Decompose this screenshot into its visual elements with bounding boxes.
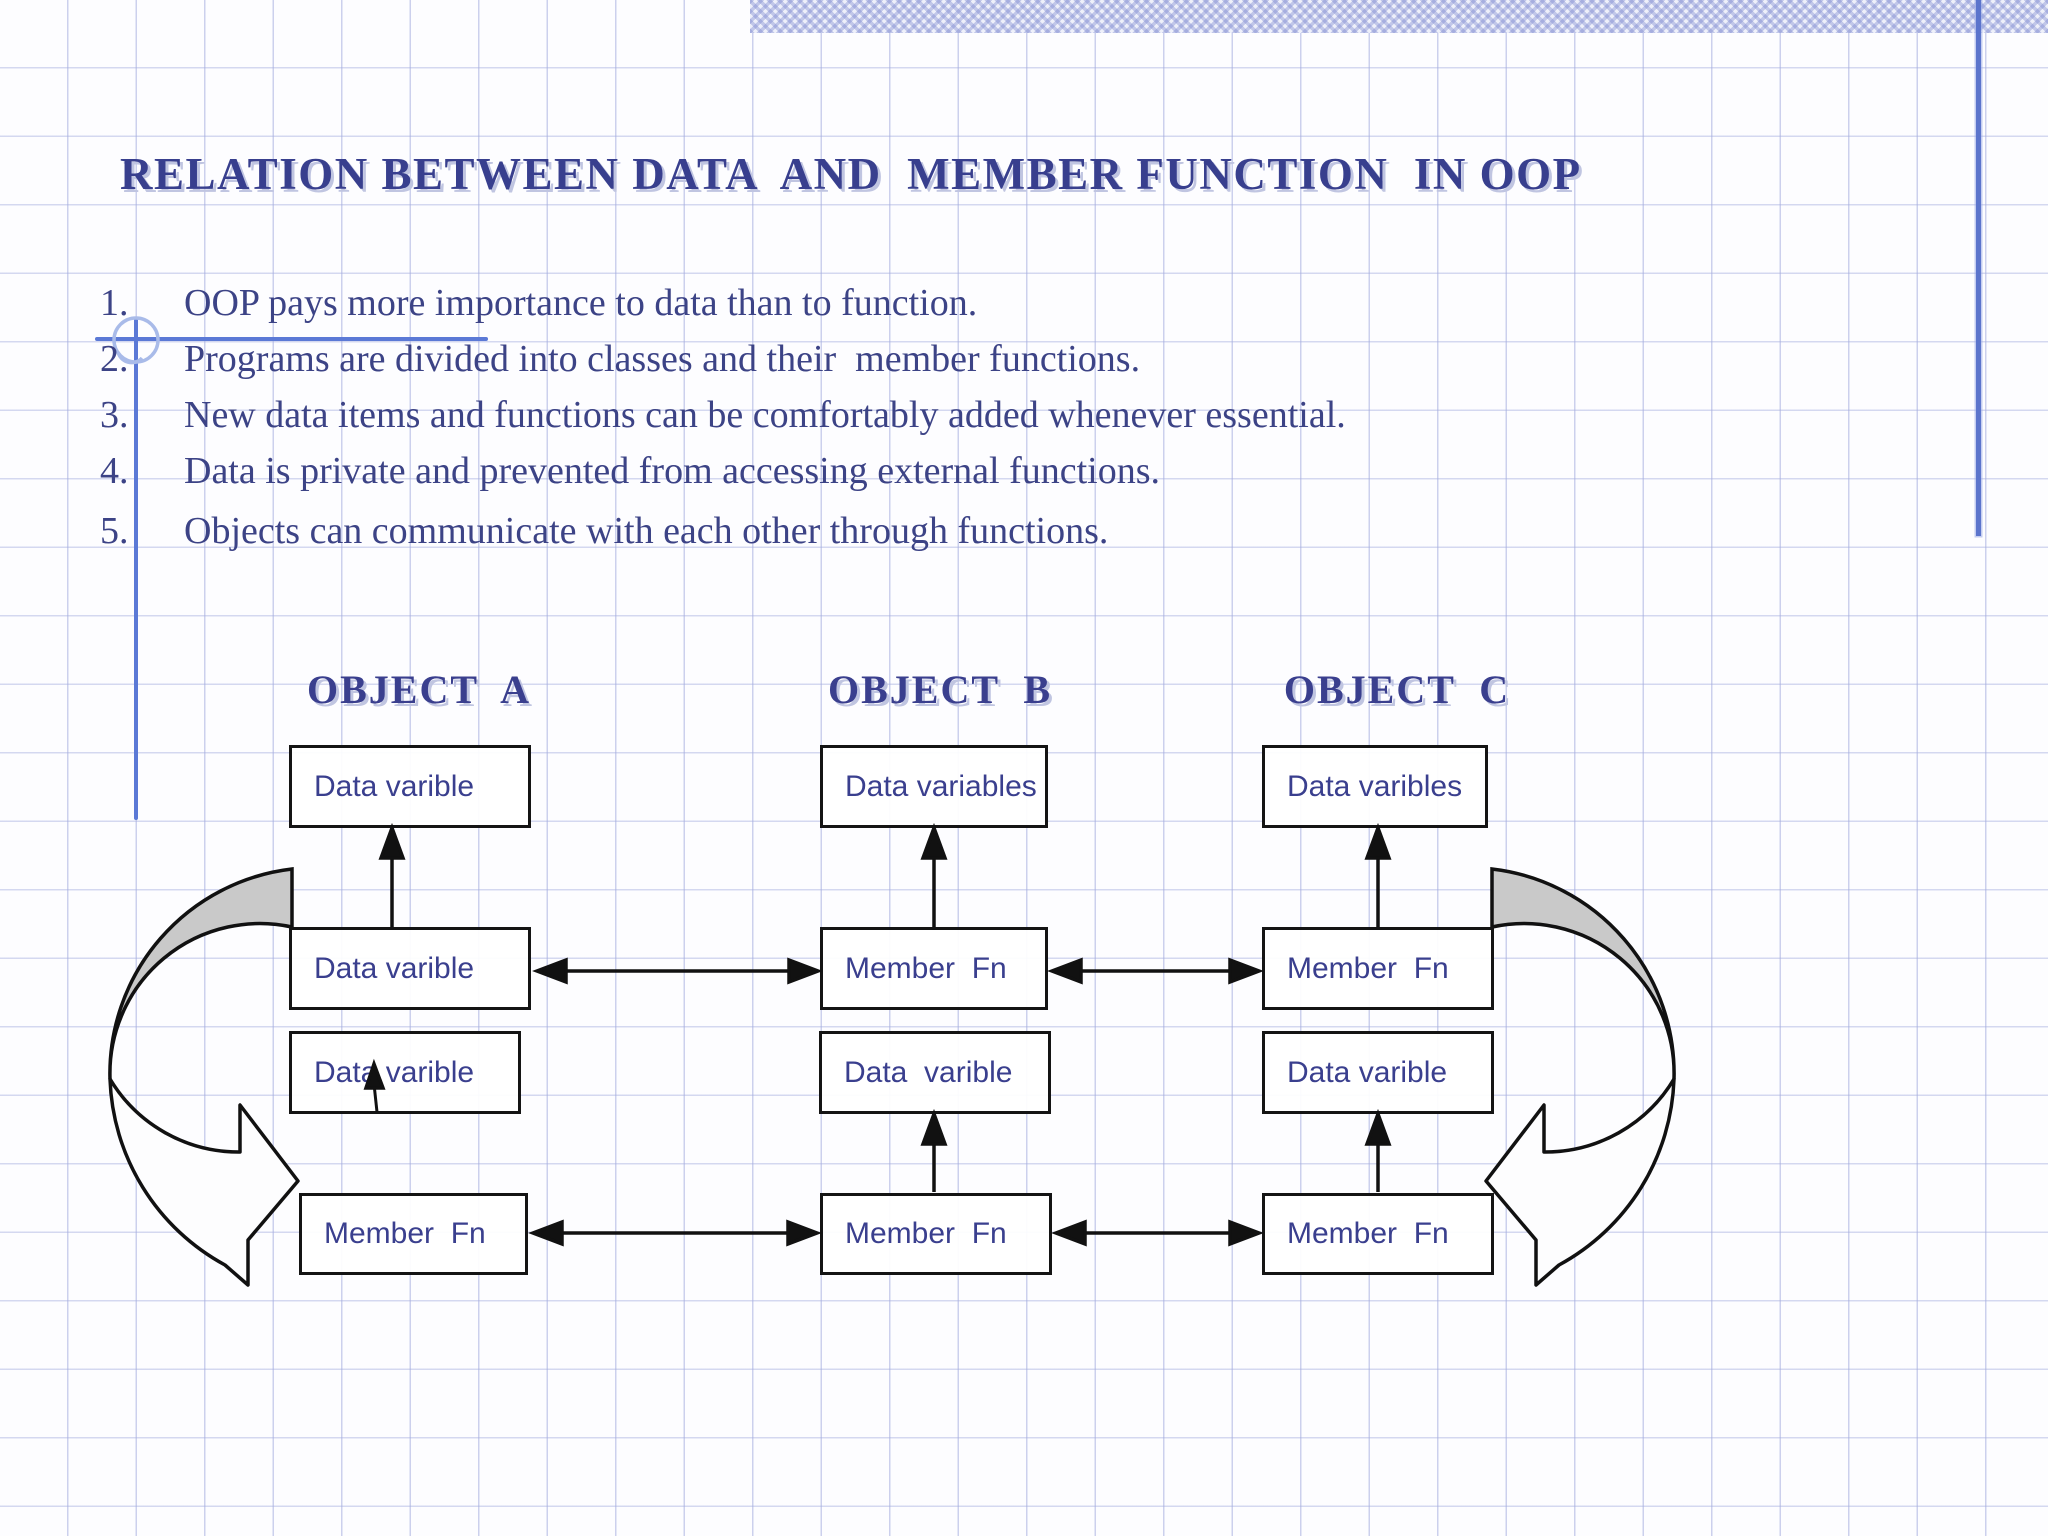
curved-arrow-left-lower-arrowhead xyxy=(108,1077,300,1287)
list-item-number: 5. xyxy=(100,510,129,552)
double-arrow-ab-mid-left-head xyxy=(532,957,568,985)
object-c-member-fn-box-bottom: Member Fn xyxy=(1262,1193,1494,1275)
up-arrow-b-lower-head xyxy=(920,1108,948,1146)
curved-arrow-right-upper xyxy=(1490,867,1676,1080)
list-item: 5. Objects can communicate with each oth… xyxy=(100,504,1660,558)
double-arrow-bc-mid-left-head xyxy=(1047,957,1083,985)
list-item-text: Objects can communicate with each other … xyxy=(184,510,1109,552)
list-item-number: 1. xyxy=(100,282,129,324)
up-arrow-c-head xyxy=(1364,822,1392,860)
right-accent-line xyxy=(1976,0,1981,536)
up-arrow-c-lower-head xyxy=(1364,1108,1392,1146)
object-b-member-fn-box-mid: Member Fn xyxy=(820,927,1048,1010)
horizontal-accent-rule xyxy=(95,337,488,341)
list-item: 4. Data is private and prevented from ac… xyxy=(100,444,1660,498)
list-item-number: 4. xyxy=(100,450,129,492)
object-a-heading: OBJECT A xyxy=(307,667,531,712)
list-item-number: 3. xyxy=(100,394,129,436)
circle-flourish-icon xyxy=(112,316,160,365)
object-a-member-fn-box: Member Fn xyxy=(299,1193,528,1275)
object-a-data-box-mid: Data varible xyxy=(289,927,531,1010)
list-item: 2. Programs are divided into classes and… xyxy=(100,332,1660,386)
list-item-text: OOP pays more importance to data than to… xyxy=(184,282,978,324)
double-arrow-ab-bottom-left-head xyxy=(528,1219,564,1247)
object-c-data-box-lower: Data varible xyxy=(1262,1031,1494,1114)
double-arrow-ab-bottom-right-head xyxy=(786,1219,822,1247)
flourish-arc xyxy=(116,351,144,365)
list-item-text: Data is private and prevented from acces… xyxy=(184,450,1161,492)
list-item: 3. New data items and functions can be c… xyxy=(100,388,1660,442)
bullet-list: 1. OOP pays more importance to data than… xyxy=(100,276,1660,560)
curved-arrow-left-upper xyxy=(108,867,294,1080)
double-arrow-ab-mid-right-head xyxy=(787,957,823,985)
list-item-text: Programs are divided into classes and th… xyxy=(184,338,1141,380)
double-arrow-bc-bottom-right-head xyxy=(1228,1219,1264,1247)
object-b-heading: OBJECT B xyxy=(828,667,1052,712)
object-c-member-fn-box-mid: Member Fn xyxy=(1262,927,1494,1010)
object-a-data-box-lower: Data varible xyxy=(289,1031,521,1114)
object-c-heading: OBJECT C xyxy=(1283,667,1511,712)
list-item-text: New data items and functions can be comf… xyxy=(184,394,1346,436)
list-item: 1. OOP pays more importance to data than… xyxy=(100,276,1660,330)
up-arrow-a-head xyxy=(378,822,406,860)
object-b-data-box-lower: Data varible xyxy=(819,1031,1051,1114)
vertical-accent-rule xyxy=(134,317,138,820)
double-arrow-bc-bottom-left-head xyxy=(1051,1219,1087,1247)
object-b-member-fn-box-bottom: Member Fn xyxy=(820,1193,1052,1275)
top-hatched-band xyxy=(750,0,2048,33)
object-a-data-box-top: Data varible xyxy=(289,745,531,828)
curved-arrow-right-lower-arrowhead xyxy=(1484,1077,1676,1287)
object-b-data-box-top: Data variables xyxy=(820,745,1048,828)
up-arrow-b-head xyxy=(920,822,948,860)
list-item-number: 2. xyxy=(100,338,129,380)
page-title: RELATION BETWEEN DATA AND MEMBER FUNCTIO… xyxy=(120,149,1582,199)
double-arrow-bc-mid-right-head xyxy=(1228,957,1264,985)
object-c-data-box-top: Data varibles xyxy=(1262,745,1488,828)
